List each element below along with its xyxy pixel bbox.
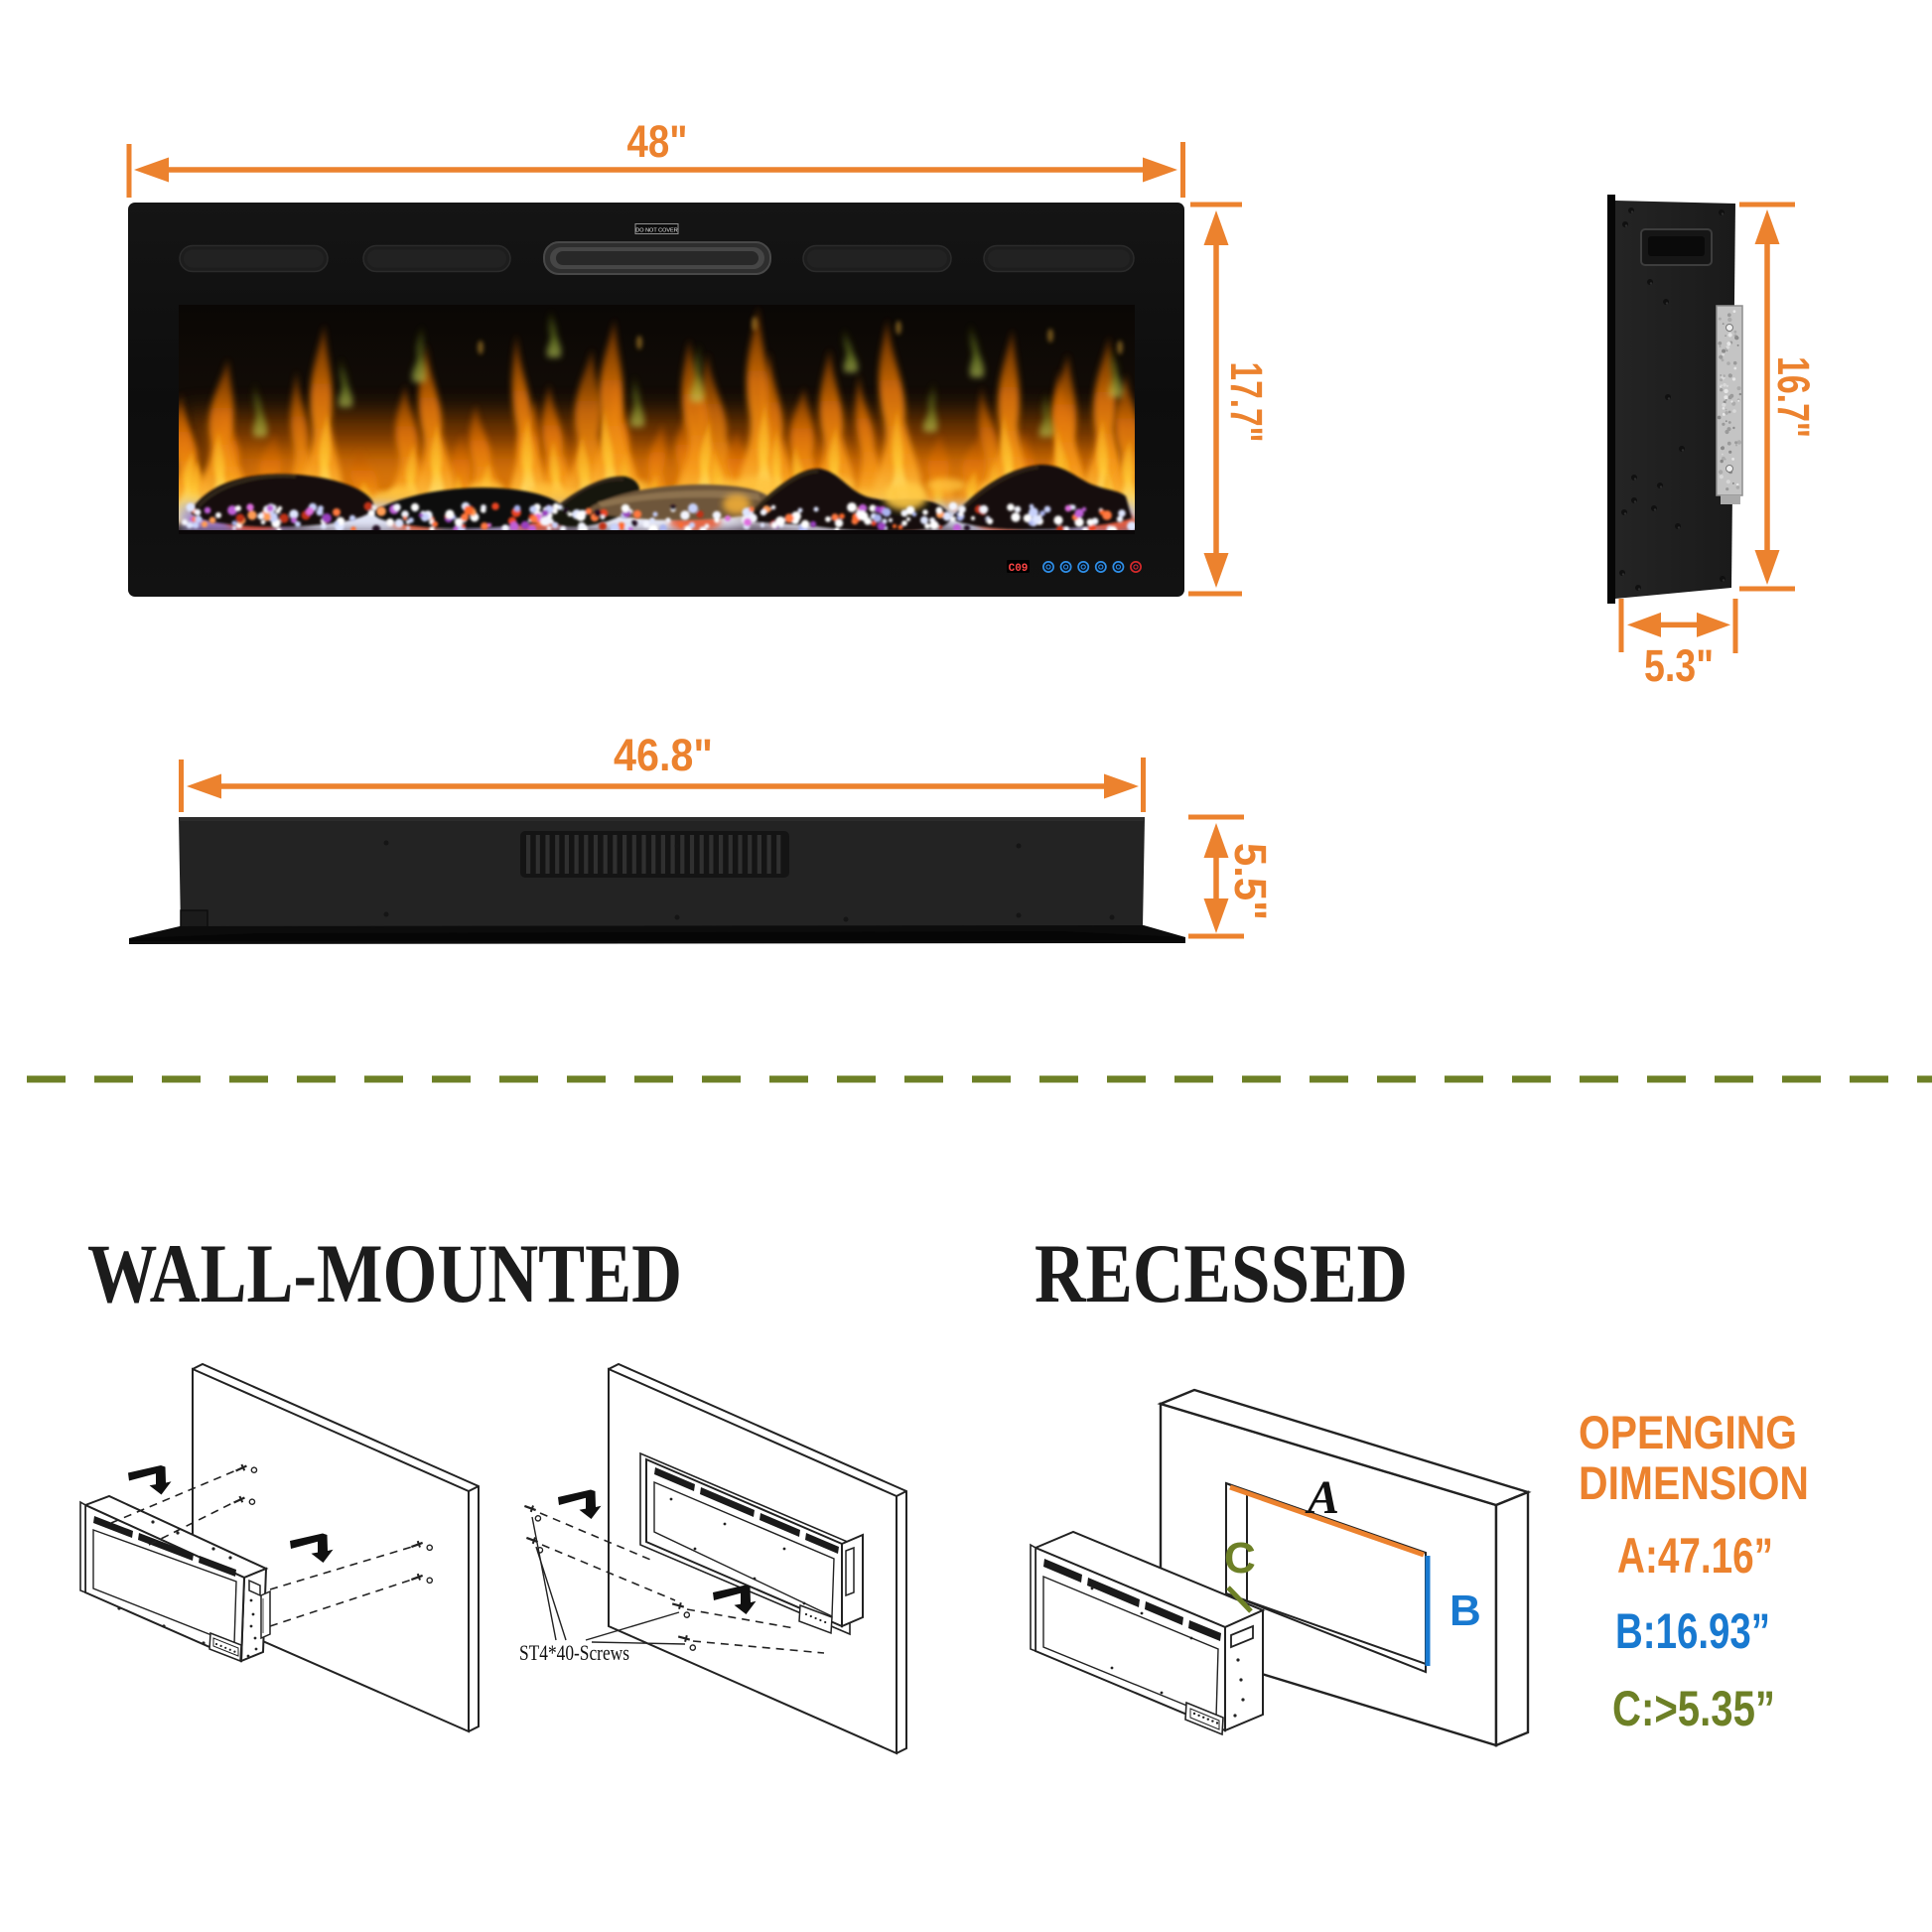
- svg-text:48": 48": [627, 116, 688, 167]
- svg-text:B:16.93”: B:16.93”: [1615, 1603, 1770, 1659]
- svg-text:A:47.16”: A:47.16”: [1617, 1528, 1773, 1584]
- svg-text:C: C: [1224, 1534, 1256, 1583]
- svg-text:17.7": 17.7": [1221, 362, 1272, 443]
- svg-text:RECESSED: RECESSED: [1035, 1227, 1408, 1320]
- svg-text:C09: C09: [1009, 563, 1029, 575]
- svg-text:5.5": 5.5": [1225, 843, 1276, 920]
- svg-text:WALL-MOUNTED: WALL-MOUNTED: [87, 1227, 682, 1320]
- svg-text:5.3": 5.3": [1644, 640, 1714, 691]
- svg-text:DO NOT COVER: DO NOT COVER: [635, 228, 677, 234]
- svg-text:OPENGING: OPENGING: [1579, 1406, 1797, 1458]
- svg-text:16.7": 16.7": [1768, 356, 1819, 438]
- svg-text:C:>5.35”: C:>5.35”: [1612, 1681, 1775, 1736]
- svg-text:ST4*40-Screws: ST4*40-Screws: [519, 1640, 629, 1665]
- svg-text:46.8": 46.8": [614, 730, 713, 780]
- svg-text:DIMENSION: DIMENSION: [1579, 1456, 1809, 1509]
- svg-text:A: A: [1305, 1471, 1339, 1524]
- svg-text:B: B: [1449, 1587, 1481, 1635]
